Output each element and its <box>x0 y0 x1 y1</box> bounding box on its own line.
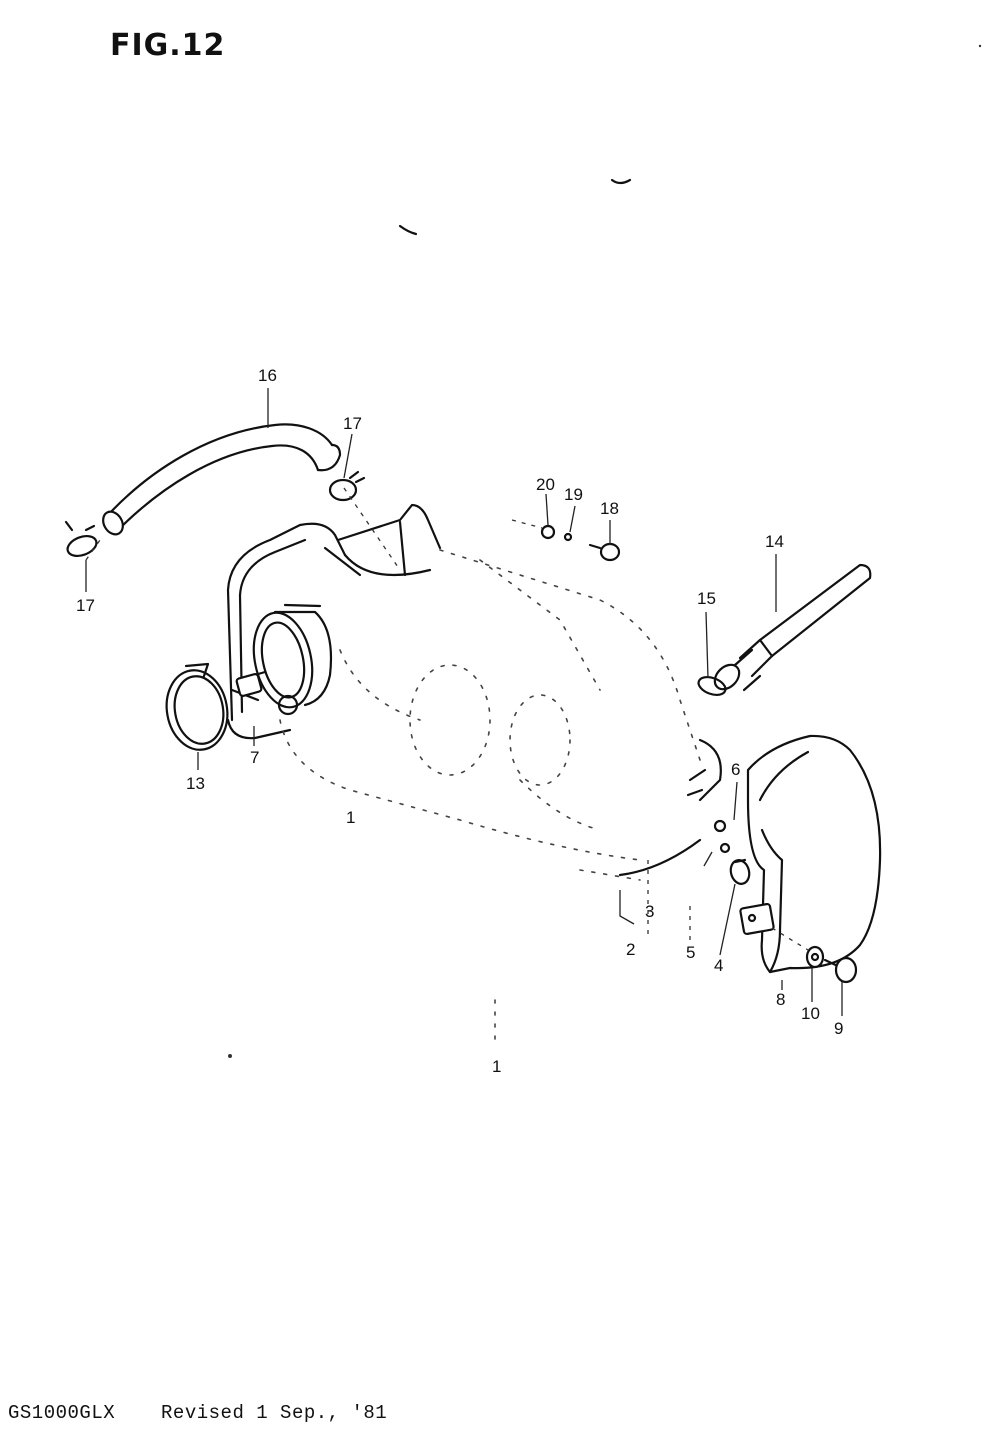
callout-8: 8 <box>776 990 785 1009</box>
callout-17-left: 17 <box>76 596 95 615</box>
callout-16: 16 <box>258 366 277 385</box>
callout-15: 15 <box>697 589 716 608</box>
callout-3: 3 <box>645 902 654 921</box>
intake-boot <box>230 603 333 716</box>
callout-14: 14 <box>765 532 784 551</box>
callout-5: 5 <box>686 943 695 962</box>
callout-17-top: 17 <box>343 414 362 433</box>
air-cleaner-cover-part-8 <box>739 734 882 974</box>
funnel-clamp-part-13 <box>165 662 229 751</box>
callout-1-upper: 1 <box>346 808 355 827</box>
figure-footer: GS1000GLX Revised 1 Sep., '81 <box>8 1402 421 1424</box>
callout-10: 10 <box>801 1004 820 1023</box>
drain-hose-part-14 <box>713 563 872 692</box>
air-cleaner-body-part-1 <box>279 549 701 1041</box>
callout-19: 19 <box>564 485 583 504</box>
model-code: GS1000GLX <box>8 1402 116 1424</box>
callout-7: 7 <box>250 748 259 767</box>
figure-title: FIG.12 <box>110 28 226 63</box>
callout-2: 2 <box>626 940 635 959</box>
hose-clamp-part-17-left <box>64 520 98 557</box>
cover-bracket <box>618 738 731 877</box>
screw-part-9 <box>823 956 858 984</box>
air-cleaner-case-part-7 <box>226 503 442 740</box>
breather-hose-part-16 <box>102 423 342 536</box>
hose-clamp-part-17-right <box>328 470 366 502</box>
revision-note: Revised 1 Sep., '81 <box>161 1402 388 1424</box>
screw-part-4 <box>729 858 751 885</box>
washer-part-10 <box>805 945 825 969</box>
callout-9: 9 <box>834 1019 843 1038</box>
drain-clamp-part-15 <box>697 675 727 697</box>
leader-lines <box>85 388 843 1016</box>
callout-13: 13 <box>186 774 205 793</box>
scan-specks <box>228 44 982 1058</box>
callout-labels: 16 17 17 20 19 18 14 15 13 7 1 6 3 2 5 4… <box>76 366 843 1076</box>
fasteners-parts-18-20 <box>511 519 621 562</box>
callout-6: 6 <box>731 760 740 779</box>
callout-18: 18 <box>600 499 619 518</box>
callout-4: 4 <box>714 956 723 975</box>
callout-1-lower: 1 <box>492 1057 501 1076</box>
callout-20: 20 <box>536 475 555 494</box>
